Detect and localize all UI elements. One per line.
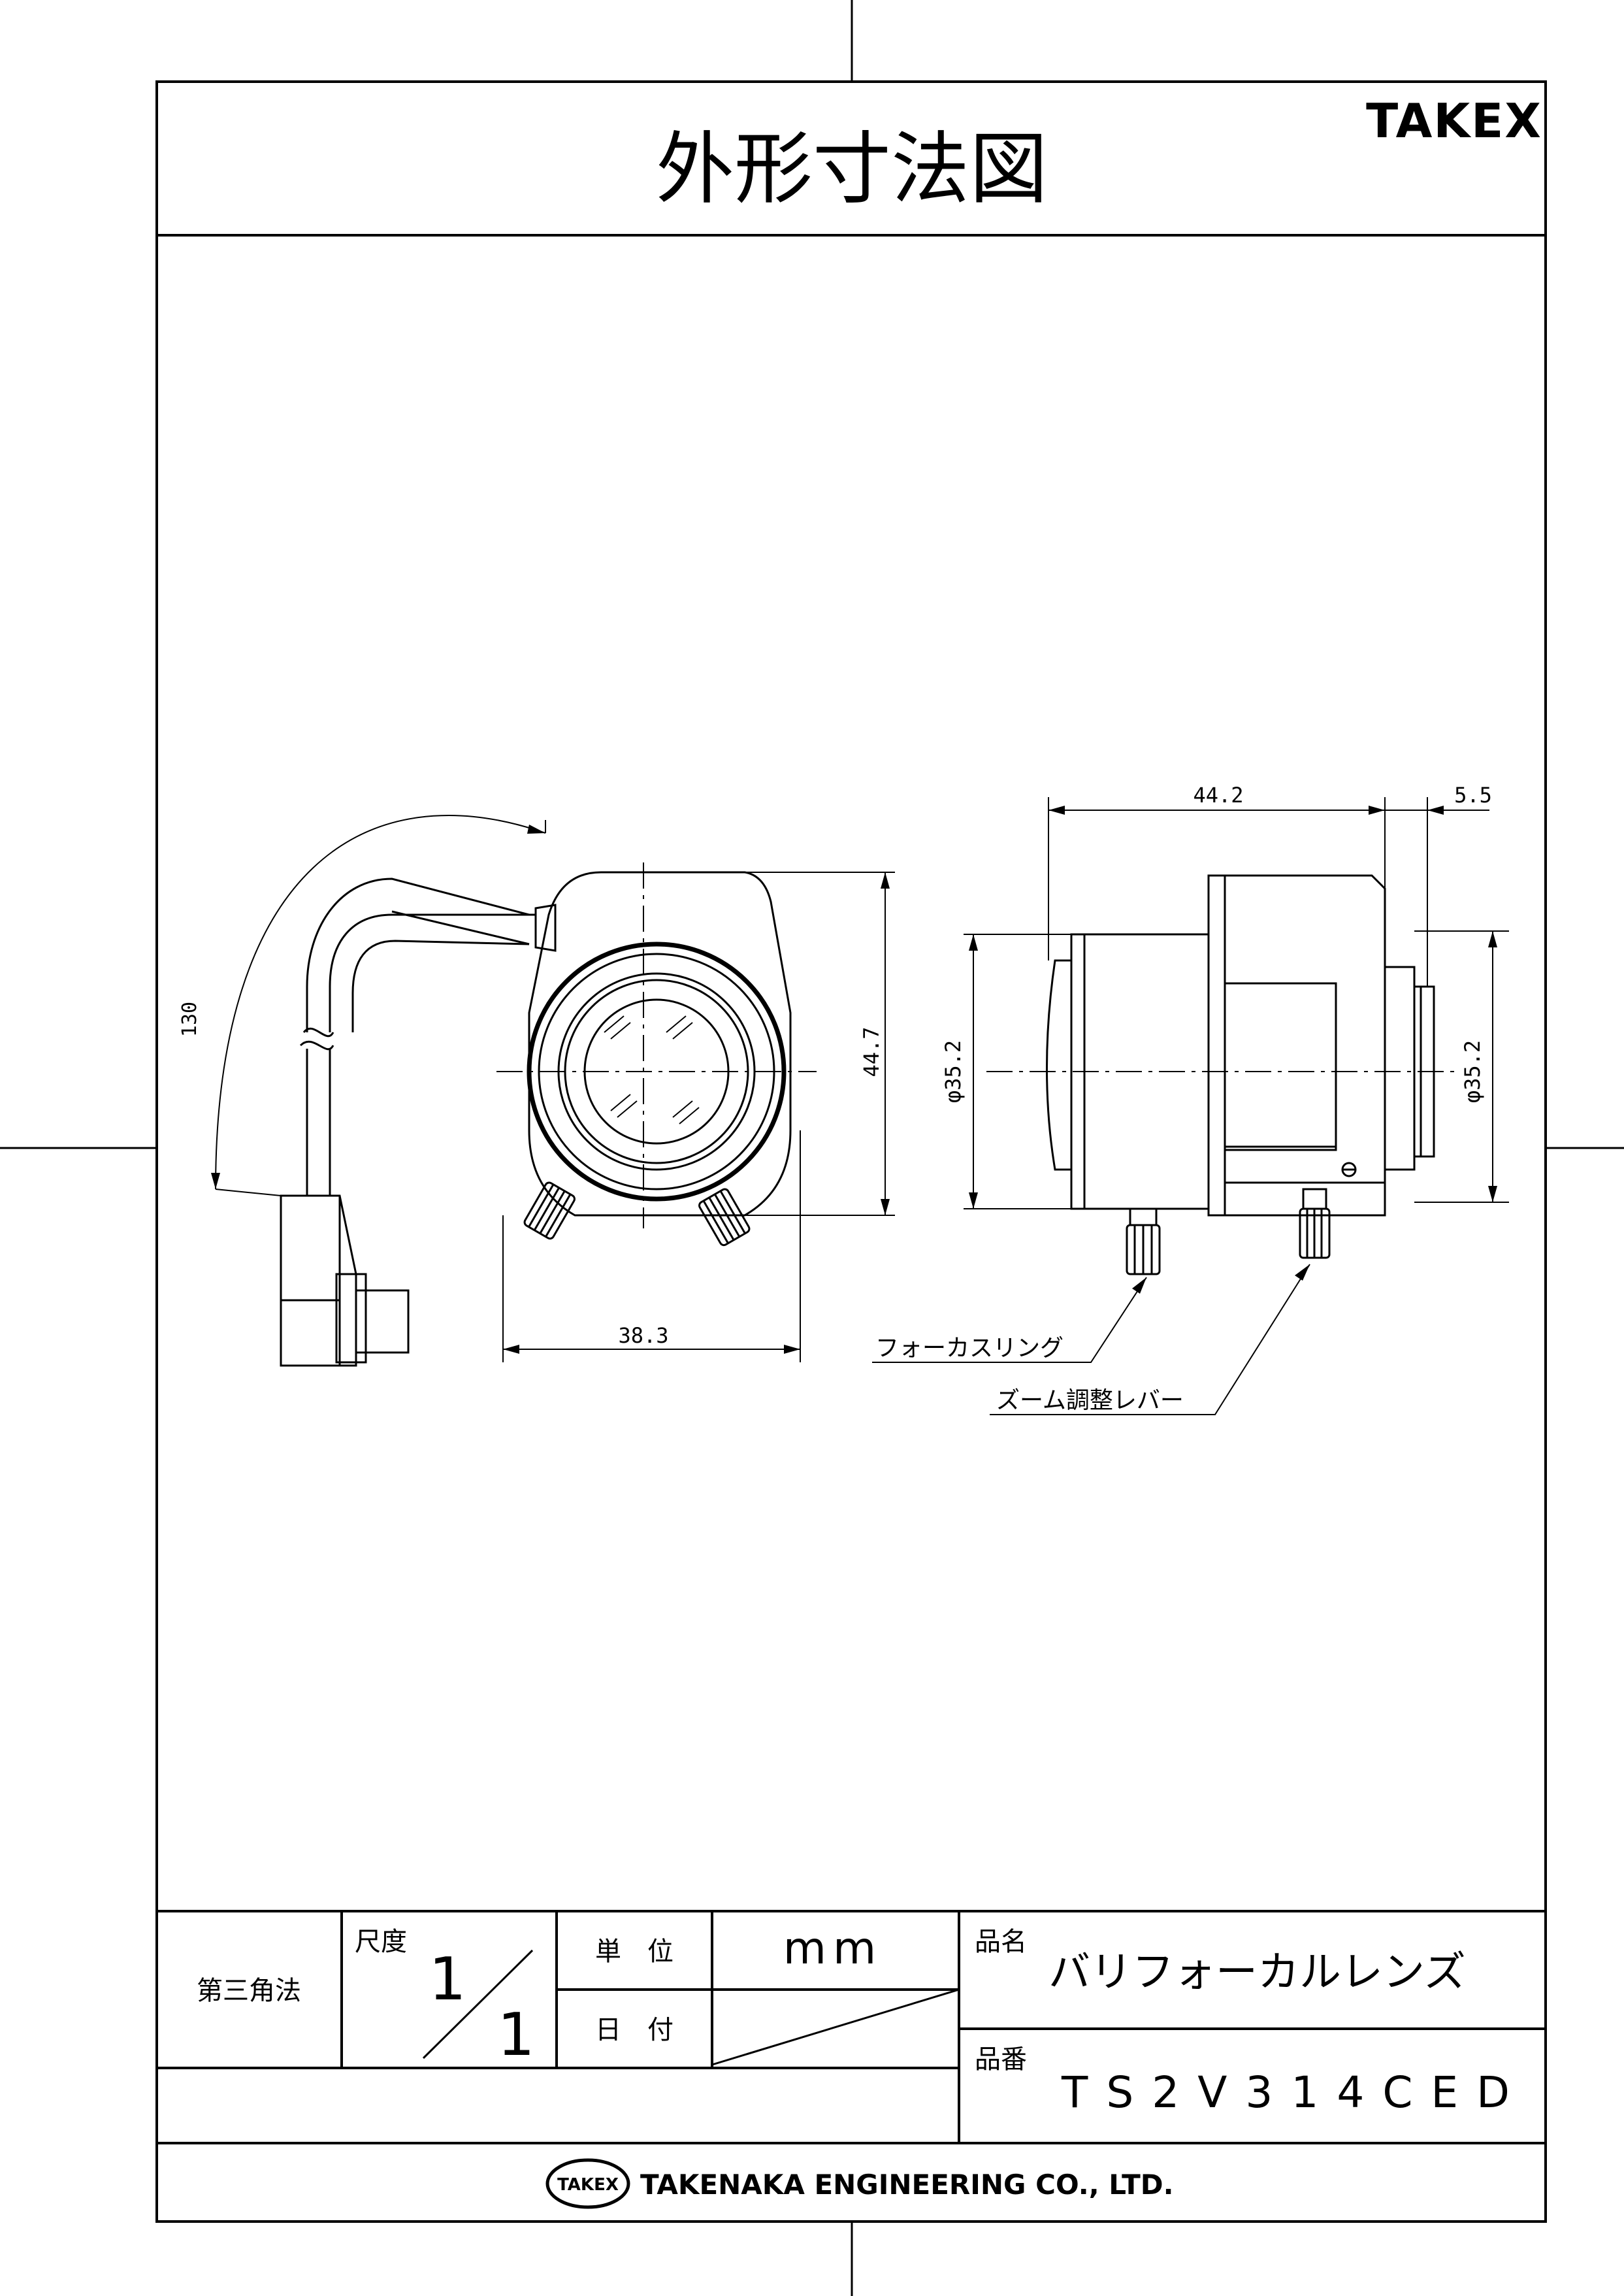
- company-logo-text: TAKEX: [557, 2175, 619, 2195]
- callout-arrows: [1132, 1264, 1310, 1294]
- cable-length-dimension: 130: [178, 1002, 201, 1037]
- part-number-label: 品番: [975, 2044, 1027, 2075]
- product-name: バリフォーカルレンズ: [1048, 1948, 1466, 1997]
- scale-denominator: 1: [497, 2001, 534, 2069]
- side-view: [1046, 874, 1435, 1275]
- unit-label: 単 位: [595, 1937, 674, 1967]
- front-height-dimension: 44.7: [859, 1026, 884, 1077]
- front-centerlines: [496, 862, 817, 1228]
- part-number: TS2V314CED: [1061, 2067, 1528, 2118]
- side-dimension-arrows: [969, 806, 1497, 1209]
- front-width-dimension: 38.3: [618, 1323, 668, 1348]
- focus-ring-callout: フォーカスリング: [875, 1335, 1064, 1362]
- company-logo: TAKEX: [545, 2158, 630, 2209]
- callout-leaders: [872, 1264, 1310, 1415]
- side-length-dimension: 44.2: [1193, 783, 1243, 808]
- front-dimension-arrows: [211, 825, 890, 1354]
- side-rear-diameter-dimension: φ35.2: [1460, 1040, 1485, 1103]
- product-name-label: 品名: [975, 1927, 1027, 1957]
- sheet-title: 外形寸法図: [656, 124, 1048, 215]
- date-label: 日 付: [595, 2015, 674, 2045]
- side-dimensions: [964, 797, 1509, 1209]
- zoom-lever-callout: ズーム調整レバー: [996, 1387, 1184, 1414]
- scale-numerator: 1: [429, 1945, 466, 2014]
- projection-method: 第三角法: [197, 1976, 301, 2006]
- title-block-lines: [157, 1910, 1546, 2144]
- side-offset-dimension: 5.5: [1454, 783, 1492, 808]
- brand-logo: TAKEX: [1366, 93, 1542, 148]
- front-view: [280, 871, 792, 1367]
- unit-value: mm: [783, 1923, 883, 1975]
- scale-label: 尺度: [355, 1927, 407, 1957]
- side-front-diameter-dimension: φ35.2: [941, 1040, 966, 1103]
- company-name: TAKENAKA ENGINEERING CO., LTD.: [640, 2169, 1174, 2201]
- front-dimensions: [215, 815, 895, 1362]
- sheet-border: [155, 80, 1547, 2223]
